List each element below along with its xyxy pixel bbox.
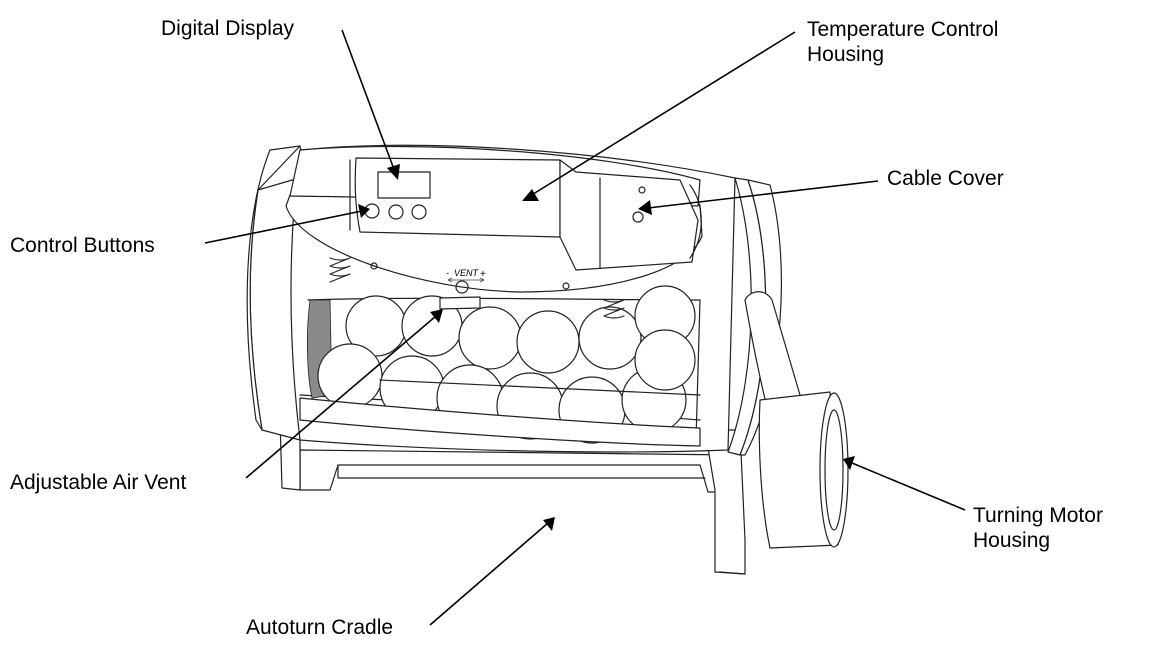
turning-motor-housing-line2: Housing	[973, 529, 1051, 552]
springs	[329, 257, 625, 319]
callout-arrows	[204, 29, 966, 626]
temperature-control-housing-label: Temperature Control Housing	[807, 17, 998, 67]
cable-cover-label: Cable Cover	[887, 166, 1004, 191]
temperature-control-housing-line2: Housing	[807, 43, 885, 66]
turning-motor-housing-line1: Turning Motor	[973, 504, 1103, 527]
adjustable-air-vent-label: Adjustable Air Vent	[10, 470, 186, 495]
cable-cover-label-text: Cable Cover	[887, 167, 1004, 190]
vent-plus-text: +	[480, 269, 486, 280]
turning-motor-housing	[744, 291, 849, 549]
control-buttons-label-text: Control Buttons	[10, 234, 155, 257]
digital-display-label-text: Digital Display	[161, 17, 295, 40]
autoturn-cradle-label: Autoturn Cradle	[246, 615, 393, 640]
control-button-3	[411, 204, 427, 220]
temperature-control-housing-line1: Temperature Control	[807, 18, 999, 41]
vent-minus-text: -	[446, 268, 449, 278]
control-buttons-label: Control Buttons	[10, 233, 155, 258]
vent-text: VENT	[454, 268, 480, 278]
digital-display-screen	[377, 171, 431, 199]
right-end-cap	[727, 177, 782, 456]
eggs	[299, 285, 701, 447]
turning-motor-housing-label: Turning Motor Housing	[973, 503, 1103, 553]
control-button-2	[388, 204, 404, 220]
adjustable-air-vent-label-text: Adjustable Air Vent	[10, 471, 187, 494]
vent-marking: - VENT +	[446, 268, 486, 283]
digital-display-label: Digital Display	[161, 16, 294, 41]
control-panel	[364, 171, 431, 220]
autoturn-cradle-label-text: Autoturn Cradle	[246, 616, 394, 639]
